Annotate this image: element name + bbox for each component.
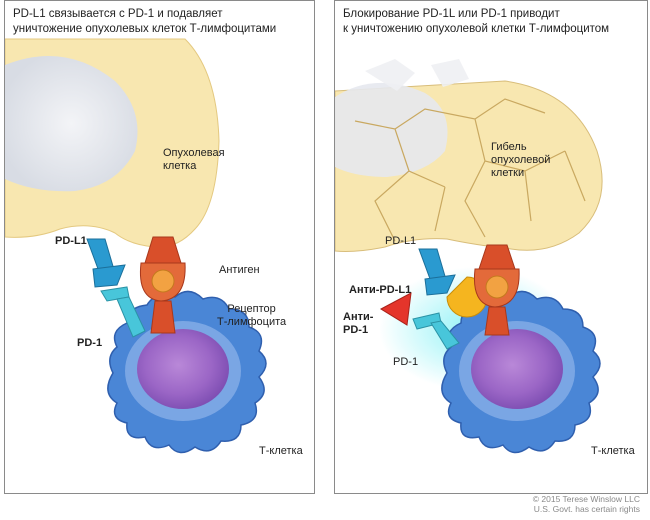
dying-tumor-cell: [335, 59, 603, 252]
receptor-antigen: [473, 244, 520, 336]
pd-l1-protein: [418, 248, 456, 296]
t-cell-label: Т-клетка: [591, 445, 635, 457]
t-cell-nucleus: [137, 329, 229, 409]
pd-1-label: PD-1: [77, 337, 103, 349]
copyright-credit: © 2015 Terese Winslow LLC U.S. Govt. has…: [532, 494, 640, 514]
right-panel-title: Блокирование PD-1L или PD-1 приводит к у…: [343, 8, 610, 35]
pd-l1-label: PD-L1: [55, 235, 87, 247]
antigen: [485, 275, 509, 299]
pd-1-label: PD-1: [393, 356, 419, 368]
t-cell-receptor: [484, 306, 510, 336]
pd-l1-protein: [86, 238, 126, 288]
left-illustration: [5, 38, 267, 454]
pd-1-protein: [412, 312, 460, 350]
tumor-nucleus: [5, 56, 138, 192]
right-panel: Блокирование PD-1L или PD-1 приводит к у…: [334, 0, 648, 494]
antigen-label: Антиген: [219, 264, 260, 276]
pd-1-protein: [100, 286, 146, 338]
t-cell-label: Т-клетка: [259, 445, 303, 457]
antigen: [151, 269, 175, 293]
right-illustration: [335, 59, 603, 454]
t-cell-receptor-label: Рецептор Т-лимфоцита: [217, 303, 287, 328]
t-cell-nucleus: [471, 329, 563, 409]
receptor-antigen: [139, 236, 186, 334]
anti-pd-1-antibody: [379, 292, 412, 326]
t-cell: [441, 290, 601, 454]
anti-pd-1-label: Анти- PD-1: [343, 311, 374, 336]
anti-pd-l1-label: Анти-PD-L1: [349, 284, 412, 296]
t-cell-receptor: [150, 300, 176, 334]
left-panel-title: PD-L1 связывается с PD-1 и подавляет уни…: [13, 8, 277, 35]
tumor-cell-label: Опухолевая клетка: [163, 147, 225, 172]
pd-l1-label: PD-L1: [385, 235, 417, 247]
t-cell: [107, 290, 267, 454]
tumor-death-label: Гибель опухолевой клетки: [491, 141, 551, 179]
left-panel: PD-L1 связывается с PD-1 и подавляет уни…: [4, 0, 315, 494]
